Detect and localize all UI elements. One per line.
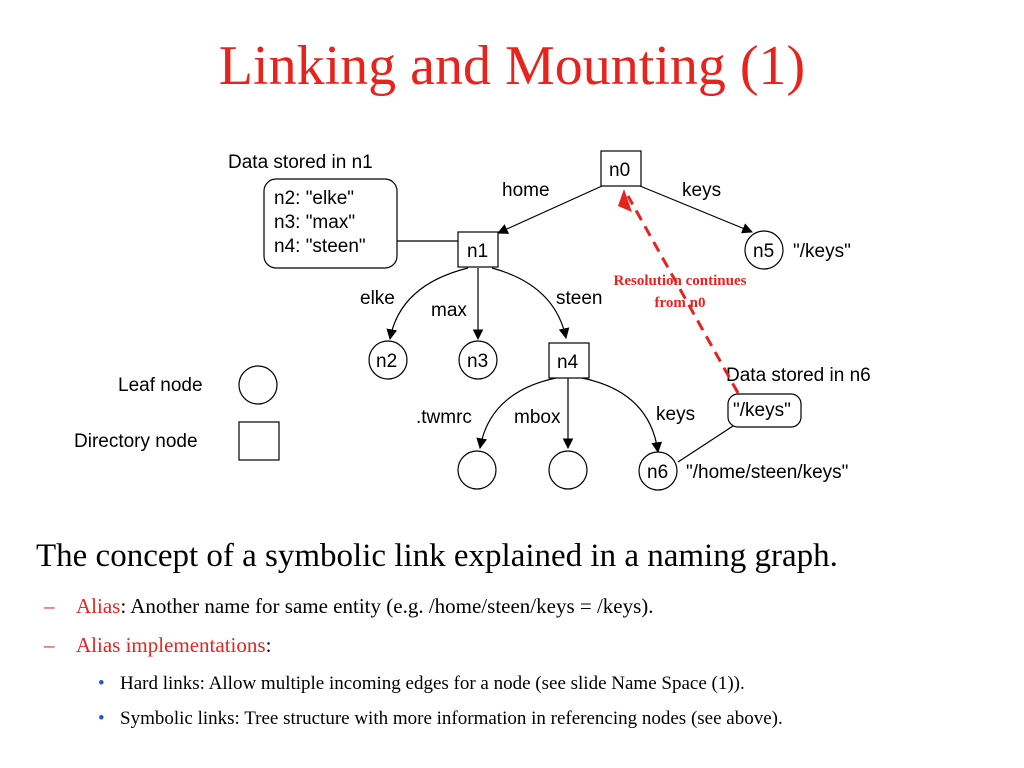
bullet-hard-links-text: Hard links: Allow multiple incoming edge… — [120, 673, 745, 694]
node-n1 — [457, 231, 499, 268]
node-n1-label: n1 — [467, 241, 488, 262]
node-n5 — [744, 230, 784, 270]
node-mbox — [548, 450, 588, 490]
n1-data-title: Data stored in n1 — [228, 152, 373, 173]
slide-caption: The concept of a symbolic link explained… — [36, 538, 838, 574]
node-n3-label: n3 — [467, 351, 488, 372]
n6-data-box — [727, 393, 802, 428]
bullet-dot: • — [98, 673, 105, 694]
node-n2 — [368, 340, 408, 380]
edge-home — [497, 185, 603, 234]
bullet-dot: • — [98, 708, 105, 729]
node-n0 — [600, 150, 642, 187]
node-twmrc — [457, 450, 497, 490]
n1-data-line-3: n4: "steen" — [274, 236, 366, 257]
edge-label-home: home — [502, 180, 550, 201]
naming-graph: Data stored in n1 n2: "elke" n3: "max" n… — [74, 150, 871, 491]
n1-data-line-2: n3: "max" — [274, 212, 355, 233]
node-n6 — [638, 451, 678, 491]
edge-label-elke: elke — [360, 288, 395, 309]
n6-data-value: "/keys" — [733, 400, 791, 421]
n6-value: "/home/steen/keys" — [686, 462, 848, 483]
edge-keys-n4 — [581, 377, 663, 454]
point-impl-term: Alias implementations — [76, 633, 266, 657]
legend-leaf-circle — [238, 365, 278, 405]
edge-twmrc — [476, 377, 557, 450]
edge-elke — [386, 267, 469, 341]
edge-label-max: max — [431, 300, 467, 321]
bullet-symbolic-links: • Symbolic links: Tree structure with mor… — [98, 706, 783, 732]
edge-label-steen: steen — [556, 288, 602, 309]
node-n3 — [458, 340, 498, 380]
node-n5-label: n5 — [753, 241, 774, 262]
n6-data-title: Data stored in n6 — [726, 365, 871, 386]
n5-value: "/keys" — [793, 241, 851, 262]
point-alias-term: Alias — [76, 594, 121, 618]
resolution-arrowhead — [618, 189, 632, 212]
dash-marker: – — [44, 633, 55, 657]
node-n4 — [548, 342, 590, 379]
slide-title: Linking and Mounting (1) — [218, 35, 806, 97]
legend-leaf-label: Leaf node — [118, 375, 203, 396]
node-n4-label: n4 — [557, 352, 579, 373]
node-n6-label: n6 — [647, 462, 668, 483]
bullet-symbolic-links-text: Symbolic links: Tree structure with more… — [120, 708, 783, 729]
edge-label-mbox: mbox — [514, 407, 561, 428]
dash-marker: – — [44, 594, 55, 618]
legend-directory-label: Directory node — [74, 431, 198, 452]
resolution-note-1: Resolution continues — [614, 273, 747, 289]
edge-label-keys-top: keys — [682, 180, 721, 201]
edge-label-twmrc: .twmrc — [416, 407, 472, 428]
edge-steen — [491, 267, 570, 340]
node-n0-label: n0 — [609, 160, 630, 181]
n1-data-box — [263, 178, 398, 269]
n6-data-connector — [677, 425, 734, 463]
edge-label-keys-n4: keys — [656, 404, 695, 425]
edge-keys-top — [639, 185, 753, 234]
resolution-note-2: from n0 — [655, 295, 706, 311]
bullet-hard-links: • Hard links: Allow multiple incoming edg… — [98, 671, 745, 697]
point-impl-text: : — [265, 633, 272, 657]
node-n2-label: n2 — [376, 351, 397, 372]
point-alias-text: : Another name for same entity (e.g. /ho… — [120, 594, 654, 618]
n1-data-line-1: n2: "elke" — [274, 188, 354, 209]
point-alias-implementations: –Alias implementations: — [44, 631, 271, 659]
resolution-arrow — [626, 195, 740, 394]
legend-directory-square — [238, 421, 280, 461]
point-alias: –Alias: Another name for same entity (e.… — [44, 592, 654, 620]
